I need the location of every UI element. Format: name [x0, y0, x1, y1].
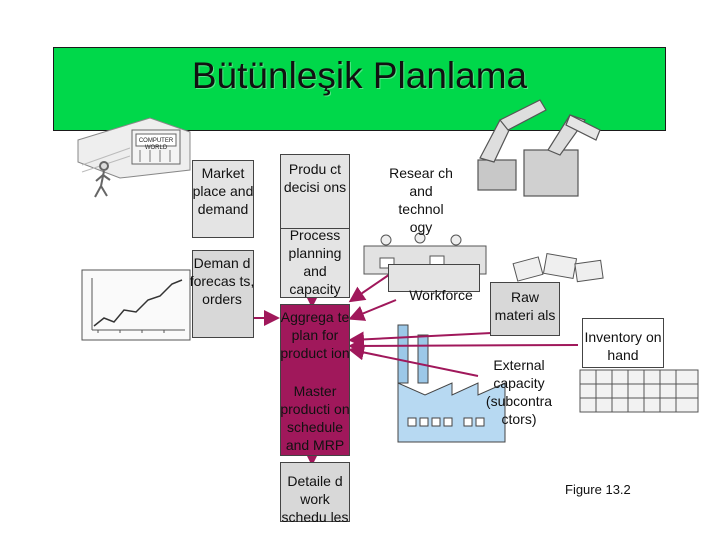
- building-sign-2: WORLD: [145, 145, 168, 151]
- label-process-planning: Process planning and capacity: [288, 227, 342, 297]
- label-master-schedule: Master producti on schedule and MRP: [280, 383, 350, 453]
- label-detailed-schedules: Detaile d work schedu les: [281, 473, 349, 525]
- aggregate-plan-box: [280, 304, 350, 456]
- warehouse-icon: [579, 369, 699, 413]
- inventory-box: [582, 318, 664, 368]
- building-sign: COMPUTER: [139, 138, 174, 144]
- workforce-box: [388, 264, 480, 292]
- figure-caption: Figure 13.2: [565, 482, 631, 497]
- product-decisions-box: [280, 154, 350, 234]
- robot-arm-icon: [477, 99, 601, 197]
- person-walking-icon: [94, 161, 111, 198]
- label-market: Market place and demand: [192, 165, 254, 217]
- demand-forecast-box: [192, 250, 254, 338]
- factory-icon: [397, 324, 506, 443]
- page-title: Bütünleşik Planlama: [191, 55, 528, 96]
- process-planning-box: [280, 228, 350, 298]
- label-aggregate-plan: Aggrega te plan for product ion: [280, 309, 350, 361]
- sales-chart-icon: [81, 269, 191, 341]
- label-product-decisions: Produ ct decisi ons: [283, 161, 347, 195]
- market-box: [192, 160, 254, 238]
- title-banner: [53, 47, 666, 131]
- label-workforce: Workforce: [409, 287, 473, 303]
- label-inventory: Inventory on hand: [584, 329, 662, 363]
- label-research: Resear ch and technol ogy: [389, 165, 453, 235]
- computer-store-icon: [77, 117, 191, 179]
- raw-materials-box: [490, 282, 560, 336]
- label-demand-forecasts: Deman d forecas ts, orders: [189, 255, 255, 307]
- label-raw-materials: Raw materi als: [494, 289, 556, 323]
- detailed-schedules-box: [280, 462, 350, 522]
- materials-icon: [512, 252, 604, 283]
- label-external-capacity: External capacity (subcontra ctors): [485, 357, 553, 427]
